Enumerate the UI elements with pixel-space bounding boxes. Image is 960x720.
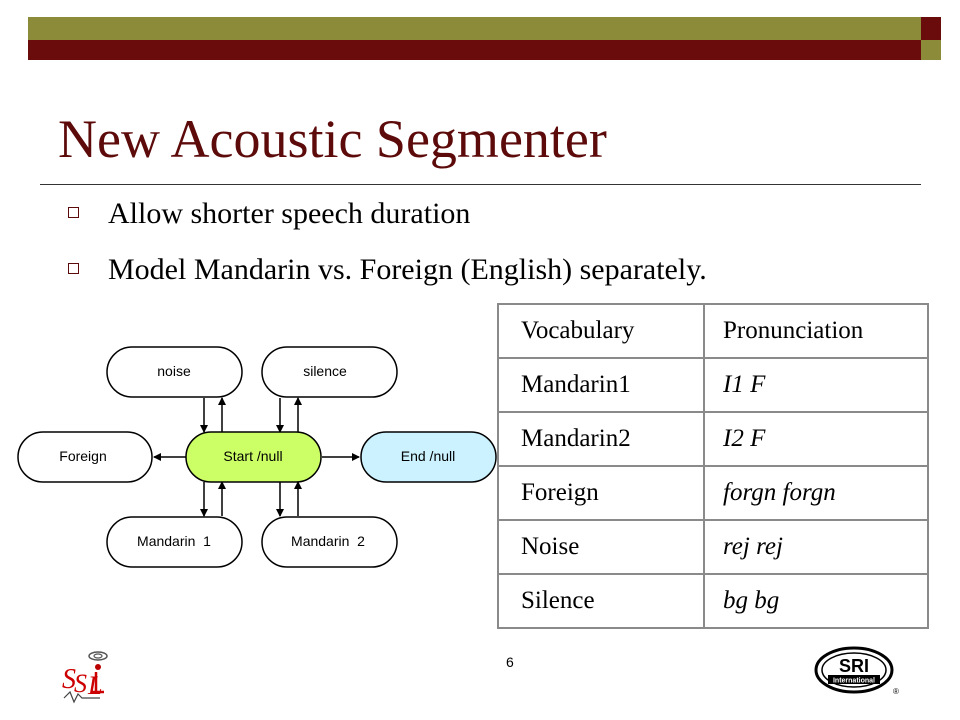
svg-text:S: S bbox=[62, 664, 76, 695]
bullet-text: Allow shorter speech duration bbox=[108, 197, 471, 230]
header-bar-red bbox=[28, 40, 921, 60]
svg-text:®: ® bbox=[893, 687, 899, 696]
table-cell-pronunciation: rej rej bbox=[703, 519, 929, 575]
node-mandarin2-label: Mandarin 2 bbox=[291, 533, 365, 549]
table-cell-vocabulary: Mandarin1 bbox=[497, 357, 705, 413]
svg-text:L: L bbox=[87, 671, 102, 700]
table-cell-pronunciation: forgn forgn bbox=[703, 465, 929, 521]
table-cell-pronunciation: I1 F bbox=[703, 357, 929, 413]
ssli-logo: S S L bbox=[62, 651, 108, 704]
header-bar-olive bbox=[28, 17, 921, 40]
page-number: 6 bbox=[506, 654, 514, 670]
node-start bbox=[185, 431, 322, 483]
node-foreign-label: Foreign bbox=[59, 448, 106, 464]
node-silence-label: silence bbox=[303, 363, 347, 379]
svg-text:International: International bbox=[833, 678, 875, 685]
node-mandarin1-label: Mandarin 1 bbox=[137, 533, 211, 549]
node-mandarin2 bbox=[261, 516, 398, 568]
title-divider bbox=[40, 184, 921, 185]
table-header-row: Vocabulary Pronunciation bbox=[497, 303, 929, 359]
bullet-text: Model Mandarin vs. Foreign (English) sep… bbox=[108, 253, 707, 286]
table-row: Noise rej rej bbox=[497, 519, 929, 575]
table-header-cell: Vocabulary bbox=[497, 303, 705, 359]
slide-title: New Acoustic Segmenter bbox=[58, 109, 607, 169]
table-cell-vocabulary: Noise bbox=[497, 519, 705, 575]
node-silence bbox=[261, 346, 398, 398]
vocabulary-table: Vocabulary Pronunciation Mandarin1 I1 F … bbox=[497, 303, 929, 629]
table-cell-vocabulary: Mandarin2 bbox=[497, 411, 705, 467]
table-row: Silence bg bg bbox=[497, 573, 929, 629]
table-cell-vocabulary: Foreign bbox=[497, 465, 705, 521]
node-end bbox=[360, 431, 497, 483]
table-cell-vocabulary: Silence bbox=[497, 573, 705, 629]
table-cell-pronunciation: bg bg bbox=[703, 573, 929, 629]
table-row: Mandarin1 I1 F bbox=[497, 357, 929, 413]
header-corner-red bbox=[921, 17, 941, 40]
node-mandarin1 bbox=[106, 516, 243, 568]
svg-text:S: S bbox=[74, 669, 87, 698]
table-cell-pronunciation: I2 F bbox=[703, 411, 929, 467]
table-header-cell: Pronunciation bbox=[703, 303, 929, 359]
table-row: Foreign forgn forgn bbox=[497, 465, 929, 521]
header-corner-olive bbox=[921, 40, 941, 60]
node-noise-label: noise bbox=[157, 363, 191, 379]
node-start-label: Start /null bbox=[223, 448, 282, 464]
node-noise bbox=[106, 346, 243, 398]
node-end-label: End /null bbox=[401, 448, 455, 464]
square-bullet-icon bbox=[68, 263, 79, 274]
square-bullet-icon bbox=[68, 207, 79, 218]
sri-international-logo: SRI International ® bbox=[814, 646, 899, 696]
svg-text:SRI: SRI bbox=[839, 656, 869, 676]
table-row: Mandarin2 I2 F bbox=[497, 411, 929, 467]
node-foreign bbox=[17, 431, 153, 483]
